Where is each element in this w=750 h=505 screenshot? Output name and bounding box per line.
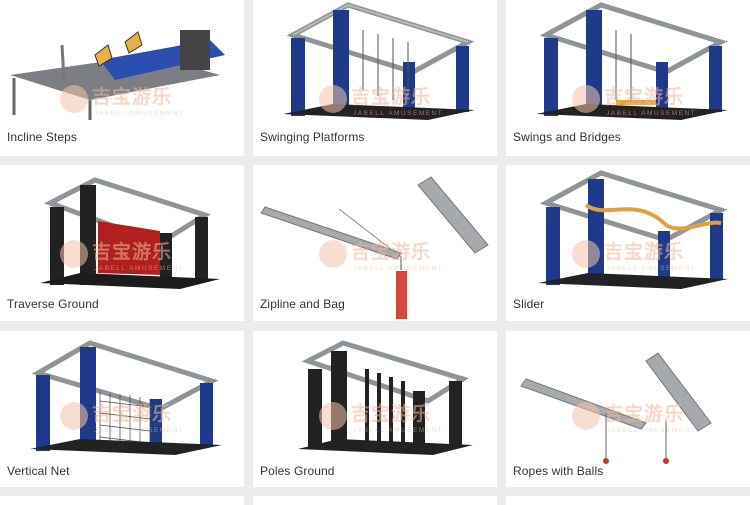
watermark-en: JABELL AMUSEMENT xyxy=(94,426,185,434)
product-label[interactable]: Zipline and Bag xyxy=(260,297,345,311)
product-card-poles-ground[interactable]: 吉宝游乐 JABELL AMUSEMENT Poles Ground xyxy=(253,331,497,487)
brand-logo-icon xyxy=(60,84,88,113)
product-image-poles-ground xyxy=(298,340,473,455)
watermark: 吉宝游乐 JABELL AMUSEMENT xyxy=(572,237,696,272)
watermark-en: JABELL AMUSEMENT xyxy=(353,264,444,272)
watermark: 吉宝游乐 JABELL AMUSEMENT xyxy=(60,399,184,434)
watermark: 吉宝游乐 JABELL AMUSEMENT xyxy=(319,82,443,117)
product-label[interactable]: Swinging Platforms xyxy=(260,130,365,144)
product-image-vertical-net xyxy=(30,340,222,455)
watermark: 吉宝游乐 JABELL AMUSEMENT xyxy=(319,237,443,272)
watermark-en: JABELL AMUSEMENT xyxy=(606,426,697,434)
watermark: 吉宝游乐 JABELL AMUSEMENT xyxy=(572,399,696,434)
product-label[interactable]: Ropes with Balls xyxy=(513,464,604,478)
watermark-cn: 吉宝游乐 xyxy=(604,86,685,108)
watermark: 吉宝游乐 JABELL AMUSEMENT xyxy=(572,82,696,117)
watermark: 吉宝游乐 JABELL AMUSEMENT xyxy=(60,82,184,117)
product-card-partial[interactable] xyxy=(506,496,750,505)
product-card-vertical-net[interactable]: 吉宝游乐 JABELL AMUSEMENT Vertical Net xyxy=(0,331,244,487)
product-label[interactable]: Traverse Ground xyxy=(7,297,99,311)
product-card-slider[interactable]: 吉宝游乐 JABELL AMUSEMENT Slider xyxy=(506,165,750,321)
watermark-en: JABELL AMUSEMENT xyxy=(94,264,185,272)
brand-logo-icon xyxy=(60,401,88,430)
brand-logo-icon xyxy=(572,84,600,113)
brand-logo-icon xyxy=(319,84,347,113)
brand-logo-icon xyxy=(319,401,347,430)
watermark-cn: 吉宝游乐 xyxy=(351,241,432,263)
watermark-cn: 吉宝游乐 xyxy=(351,86,432,108)
brand-logo-icon xyxy=(572,239,600,268)
watermark-en: JABELL AMUSEMENT xyxy=(353,109,444,117)
watermark-cn: 吉宝游乐 xyxy=(92,86,173,108)
product-card-swings-and-bridges[interactable]: 吉宝游乐 JABELL AMUSEMENT Swings and Bridges xyxy=(506,0,750,156)
watermark-en: JABELL AMUSEMENT xyxy=(353,426,444,434)
watermark-cn: 吉宝游乐 xyxy=(604,241,685,263)
brand-logo-icon xyxy=(60,239,88,268)
product-card-traverse-ground[interactable]: 吉宝游乐 JABELL AMUSEMENT Traverse Ground xyxy=(0,165,244,321)
watermark-cn: 吉宝游乐 xyxy=(92,241,173,263)
product-card-ropes-with-balls[interactable]: 吉宝游乐 JABELL AMUSEMENT Ropes with Balls xyxy=(506,331,750,487)
watermark: 吉宝游乐 JABELL AMUSEMENT xyxy=(319,399,443,434)
product-label[interactable]: Poles Ground xyxy=(260,464,335,478)
brand-logo-icon xyxy=(319,239,347,268)
product-image-zipline-and-bag xyxy=(260,176,489,319)
product-image-slider xyxy=(538,170,728,289)
product-card-partial[interactable] xyxy=(253,496,497,505)
product-label[interactable]: Incline Steps xyxy=(7,130,78,144)
watermark-cn: 吉宝游乐 xyxy=(92,403,173,425)
watermark-cn: 吉宝游乐 xyxy=(351,403,432,425)
watermark-cn: 吉宝游乐 xyxy=(604,403,685,425)
watermark-en: JABELL AMUSEMENT xyxy=(606,109,697,117)
product-card-incline-steps[interactable]: 吉宝游乐 JABELL AMUSEMENT Incline Steps xyxy=(0,0,244,156)
product-card-swinging-platforms[interactable]: 吉宝游乐 JABELL AMUSEMENT Swinging Platforms xyxy=(253,0,497,156)
brand-logo-icon xyxy=(572,401,600,430)
watermark: 吉宝游乐 JABELL AMUSEMENT xyxy=(60,237,184,272)
watermark-en: JABELL AMUSEMENT xyxy=(606,264,697,272)
product-card-partial[interactable] xyxy=(0,496,244,505)
product-card-zipline-and-bag[interactable]: 吉宝游乐 JABELL AMUSEMENT Zipline and Bag xyxy=(253,165,497,321)
product-label[interactable]: Swings and Bridges xyxy=(513,130,621,144)
product-label[interactable]: Vertical Net xyxy=(7,464,70,478)
product-label[interactable]: Slider xyxy=(513,297,545,311)
watermark-en: JABELL AMUSEMENT xyxy=(94,109,185,117)
